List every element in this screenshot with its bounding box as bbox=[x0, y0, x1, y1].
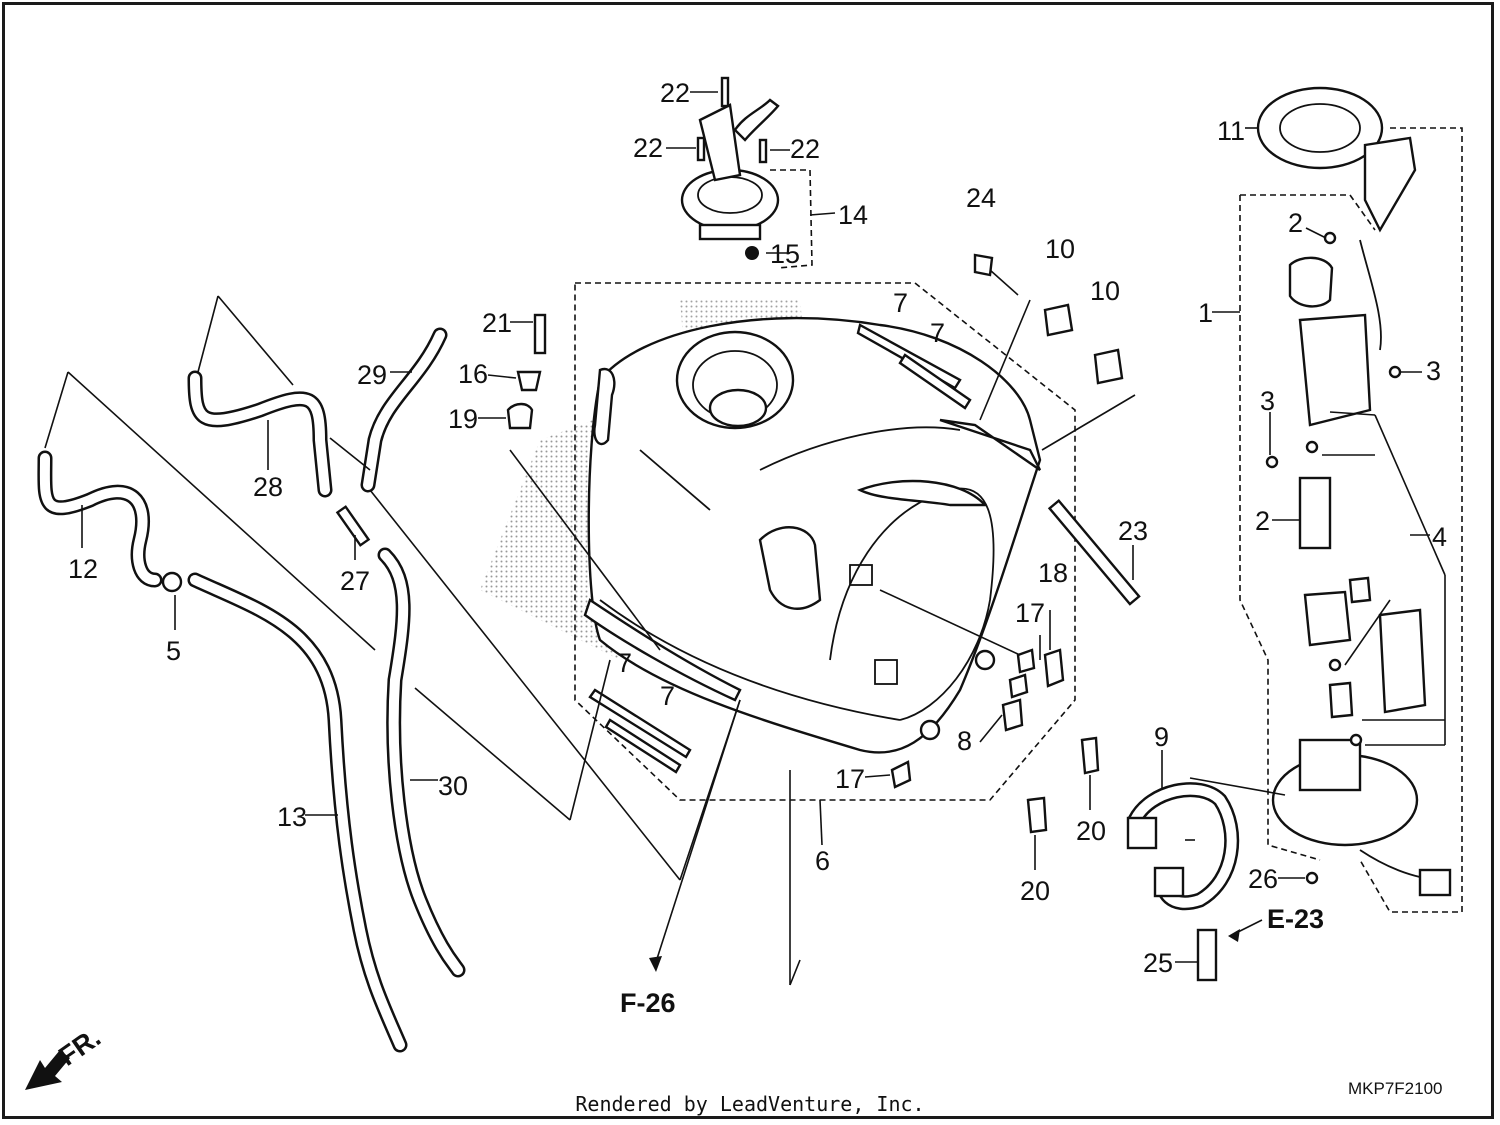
callout-6: 6 bbox=[815, 846, 830, 876]
hoses bbox=[37, 327, 466, 1053]
callout-23: 23 bbox=[1118, 516, 1148, 546]
fuel-cap-assembly bbox=[680, 76, 780, 260]
callout-30: 30 bbox=[438, 771, 468, 801]
fasteners bbox=[506, 253, 1141, 834]
callout-26: 26 bbox=[1248, 864, 1278, 894]
callout-11: 11 bbox=[1217, 116, 1245, 146]
decal-strips bbox=[588, 323, 972, 774]
callout-28: 28 bbox=[253, 472, 283, 502]
reference-f26[interactable]: F-26 bbox=[620, 988, 676, 1018]
callout-22b: 22 bbox=[633, 133, 663, 163]
callout-16: 16 bbox=[458, 359, 488, 389]
callout-3b: 3 bbox=[1260, 386, 1275, 416]
callout-7d: 7 bbox=[660, 681, 675, 711]
reference-e23[interactable]: E-23 bbox=[1267, 904, 1324, 934]
callout-10b: 10 bbox=[1090, 276, 1120, 306]
drawing-code: MKP7F2100 bbox=[1348, 1079, 1443, 1098]
callout-9: 9 bbox=[1154, 722, 1169, 752]
callout-7b: 7 bbox=[930, 318, 945, 348]
callout-15: 15 bbox=[770, 239, 800, 269]
callout-10a: 10 bbox=[1045, 234, 1075, 264]
footer-credit: Rendered by LeadVenture, Inc. bbox=[575, 1092, 925, 1116]
callout-21: 21 bbox=[482, 308, 512, 338]
callout-labels: 1 2 2 3 3 4 5 6 7 7 7 7 8 9 10 10 11 12 … bbox=[68, 78, 1447, 978]
sub-harness bbox=[1126, 782, 1240, 982]
callout-22c: 22 bbox=[790, 134, 820, 164]
front-direction-arrow bbox=[25, 1050, 70, 1090]
callout-3a: 3 bbox=[1426, 356, 1441, 386]
callout-2b: 2 bbox=[1255, 506, 1270, 536]
callout-19: 19 bbox=[448, 404, 478, 434]
callout-20a: 20 bbox=[1020, 876, 1050, 906]
callout-8: 8 bbox=[957, 726, 972, 756]
callout-2a: 2 bbox=[1288, 208, 1303, 238]
callout-20b: 20 bbox=[1076, 816, 1106, 846]
callout-12: 12 bbox=[68, 554, 98, 584]
callout-25: 25 bbox=[1143, 948, 1173, 978]
callout-17b: 17 bbox=[1015, 598, 1045, 628]
callout-24: 24 bbox=[966, 183, 996, 213]
callout-27: 27 bbox=[340, 566, 370, 596]
callout-7c: 7 bbox=[617, 648, 632, 678]
fuel-pump-assembly bbox=[1256, 86, 1452, 897]
callout-29: 29 bbox=[357, 360, 387, 390]
callout-13: 13 bbox=[277, 802, 307, 832]
callout-5: 5 bbox=[166, 636, 181, 666]
callout-4: 4 bbox=[1432, 522, 1447, 552]
tank-group-bracket bbox=[574, 282, 1076, 801]
callout-22a: 22 bbox=[660, 78, 690, 108]
callout-1: 1 bbox=[1198, 298, 1213, 328]
callout-18: 18 bbox=[1038, 558, 1068, 588]
callout-7a: 7 bbox=[893, 288, 908, 318]
fuel-tank bbox=[480, 300, 1042, 754]
callout-17a: 17 bbox=[835, 764, 865, 794]
callout-14: 14 bbox=[838, 200, 868, 230]
